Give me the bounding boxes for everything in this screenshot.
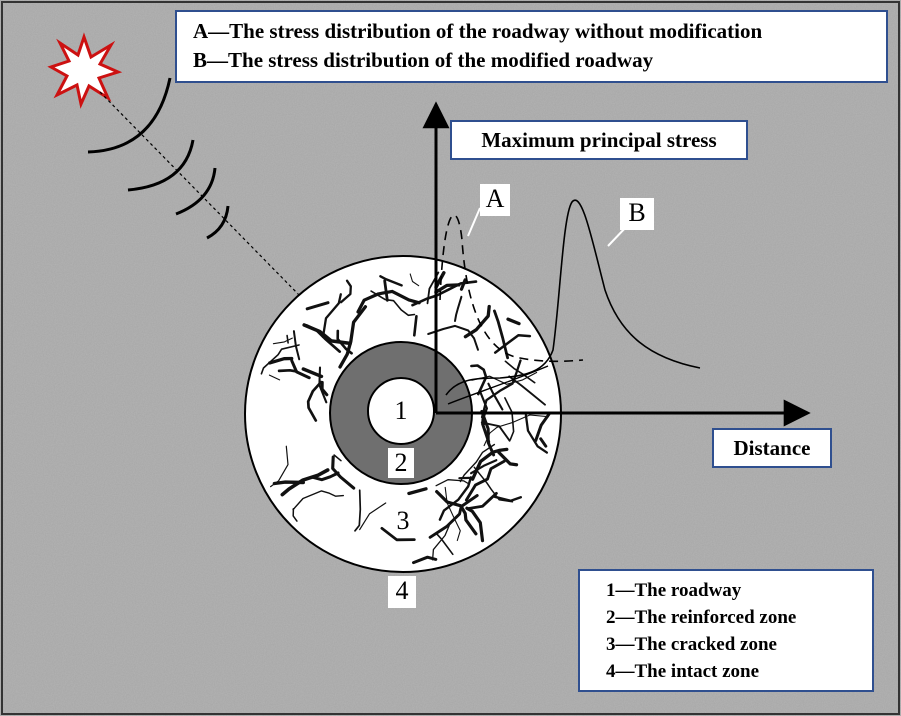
crack (306, 380, 323, 422)
crack (508, 375, 546, 406)
crack (412, 555, 438, 565)
legend-zone-2: 2—The reinforced zone (606, 607, 797, 628)
crack (305, 324, 342, 353)
zone-label-1: 1 (394, 396, 408, 425)
legend-curve-b: B—The stress distribution of the modifie… (193, 48, 654, 72)
legend-curve-a: A—The stress distribution of the roadway… (193, 19, 763, 43)
crack (268, 356, 294, 365)
zone-legend: 1—The roadway 2—The reinforced zone 3—Th… (578, 569, 874, 692)
crack (435, 479, 470, 487)
explosion-star-icon (47, 32, 123, 109)
crack (280, 468, 330, 497)
crack (444, 486, 461, 542)
crack (301, 367, 324, 379)
crack (310, 471, 340, 482)
crack (465, 506, 485, 543)
crack (272, 480, 305, 486)
crack (354, 489, 362, 532)
curve-a-label: A (480, 184, 510, 216)
crack (333, 454, 342, 462)
crack (370, 290, 416, 317)
roadway (367, 377, 435, 445)
crack (413, 315, 418, 337)
curve-b-inner (447, 365, 549, 405)
crack (435, 490, 478, 536)
crack (539, 437, 548, 448)
curve-b-label: B (620, 198, 654, 230)
crack (272, 337, 293, 345)
crack (480, 409, 496, 457)
curve-legend: A—The stress distribution of the roadway… (175, 10, 888, 83)
crack (431, 524, 450, 561)
crack (506, 317, 521, 326)
crack (383, 279, 389, 302)
crack (260, 344, 300, 375)
crack (459, 278, 467, 291)
crack (321, 293, 342, 339)
crack (464, 459, 506, 502)
crack (407, 487, 428, 496)
crack (428, 494, 479, 539)
crack (470, 364, 488, 396)
wave-arc-4 (206, 205, 230, 240)
curve-b (445, 199, 701, 396)
crack (534, 412, 551, 443)
crack (435, 533, 454, 556)
crack (434, 283, 461, 294)
legend-zone-1: 1—The roadway (606, 580, 742, 601)
crack (487, 382, 504, 411)
wave-arc-2 (127, 139, 195, 192)
crack (292, 490, 344, 511)
crack (459, 443, 496, 483)
x-axis-label: Distance (712, 428, 832, 468)
wave-arc-3 (175, 167, 217, 216)
crack (466, 491, 498, 510)
crack (379, 275, 403, 287)
crack (286, 334, 289, 344)
crack (292, 507, 298, 522)
legend-zone-3: 3—The cracked zone (606, 634, 777, 655)
crack (480, 359, 522, 419)
seismic-waves (87, 77, 230, 240)
crack (463, 304, 491, 339)
crack (380, 526, 416, 542)
crack (480, 421, 511, 442)
crack (359, 502, 387, 531)
crack (305, 301, 330, 311)
curve-a-leader (467, 207, 481, 237)
crack (338, 305, 368, 369)
crack (290, 359, 311, 380)
zone-label-4: 4 (388, 576, 416, 608)
crack-network (260, 271, 551, 565)
crack (471, 371, 538, 385)
crack (438, 476, 473, 521)
curve-a (439, 214, 584, 363)
crack (454, 295, 463, 322)
zone-label-2: 2 (388, 448, 414, 478)
crack (320, 380, 329, 397)
crack (331, 455, 356, 490)
crack (427, 324, 479, 351)
zone-label-3: 3 (396, 506, 410, 535)
crack (409, 273, 420, 287)
crack (268, 374, 281, 381)
crack (504, 397, 515, 441)
crack (470, 447, 509, 481)
crack (524, 414, 549, 454)
crack (497, 450, 519, 467)
wave-arc-1 (87, 77, 172, 154)
legend-zone-4: 4—The intact zone (606, 661, 760, 682)
crack (339, 279, 352, 304)
crack (504, 360, 536, 384)
crack (493, 309, 509, 360)
crack (493, 334, 532, 354)
crack (277, 368, 298, 373)
y-axis-label: Maximum principal stress (450, 120, 748, 160)
crack (473, 466, 514, 503)
